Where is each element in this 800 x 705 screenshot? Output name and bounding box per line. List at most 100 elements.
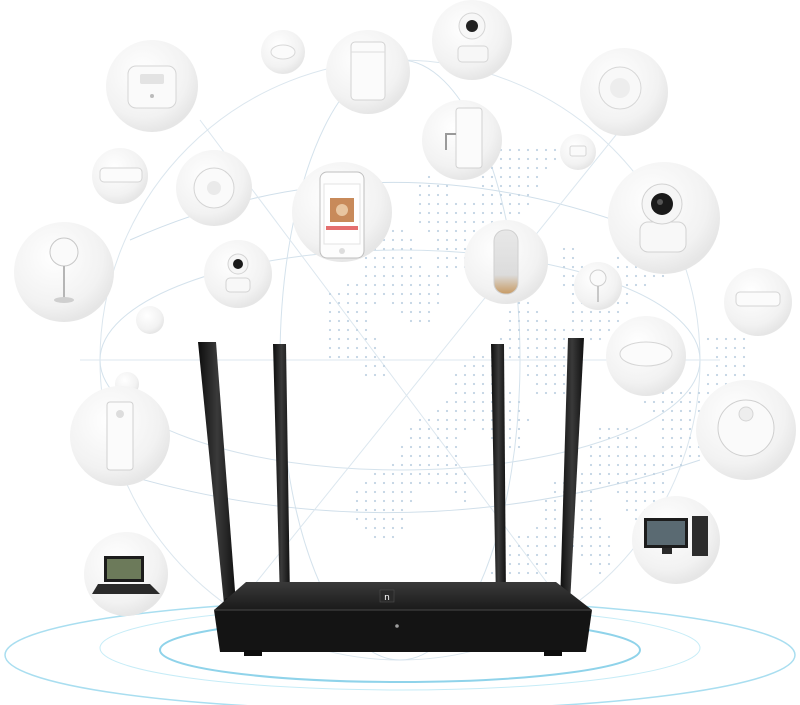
- globe-dot: [670, 409, 674, 413]
- globe-dot: [634, 436, 638, 440]
- globe-dot: [571, 310, 575, 314]
- globe-dot: [517, 211, 521, 215]
- globe-dot: [490, 166, 494, 170]
- globe-dot: [436, 445, 440, 449]
- globe-dot: [625, 490, 629, 494]
- globe-dot: [391, 238, 395, 242]
- globe-dot: [454, 409, 458, 413]
- globe-dot: [688, 427, 692, 431]
- globe-dot: [535, 382, 539, 386]
- globe-dot: [409, 454, 413, 458]
- globe-dot: [634, 490, 638, 494]
- globe-dot: [724, 364, 728, 368]
- globe-dot: [436, 463, 440, 467]
- globe-dot: [652, 274, 656, 278]
- globe-dot: [490, 436, 494, 440]
- globe-dot: [454, 427, 458, 431]
- globe-dot: [382, 256, 386, 260]
- globe-dot: [535, 553, 539, 557]
- globe-dot: [436, 202, 440, 206]
- globe-dot: [607, 472, 611, 476]
- globe-dot: [643, 454, 647, 458]
- globe-dot: [535, 148, 539, 152]
- globe-dot: [373, 355, 377, 359]
- globe-dot: [526, 310, 530, 314]
- globe-dot: [400, 463, 404, 467]
- globe-dot: [607, 562, 611, 566]
- globe-dot: [391, 292, 395, 296]
- globe-dot: [481, 220, 485, 224]
- globe-dot: [526, 553, 530, 557]
- globe-dot: [427, 301, 431, 305]
- globe-dot: [481, 175, 485, 179]
- globe-dot: [670, 445, 674, 449]
- globe-dot: [436, 418, 440, 422]
- globe-dot: [598, 571, 602, 575]
- globe-dot: [508, 211, 512, 215]
- globe-dot: [364, 301, 368, 305]
- globe-dot: [616, 472, 620, 476]
- globe-dot: [598, 535, 602, 539]
- globe-dot: [715, 355, 719, 359]
- globe-dot: [733, 373, 737, 377]
- globe-dot: [634, 508, 638, 512]
- globe-dot: [580, 328, 584, 332]
- globe-dot: [463, 481, 467, 485]
- globe-dot: [418, 472, 422, 476]
- globe-dot: [499, 337, 503, 341]
- globe-dot: [544, 373, 548, 377]
- globe-dot: [418, 274, 422, 278]
- globe-dot: [454, 202, 458, 206]
- globe-dot: [526, 301, 530, 305]
- globe-dot: [400, 499, 404, 503]
- globe-dot: [562, 247, 566, 251]
- globe-dot: [706, 391, 710, 395]
- globe-dot: [382, 364, 386, 368]
- globe-dot: [418, 481, 422, 485]
- globe-dot: [346, 301, 350, 305]
- globe-dot: [328, 355, 332, 359]
- globe-dot: [535, 562, 539, 566]
- globe-dot: [391, 247, 395, 251]
- globe-dot: [598, 319, 602, 323]
- globe-dot: [742, 346, 746, 350]
- globe-dot: [634, 517, 638, 521]
- router-brand-mark: n: [384, 593, 390, 603]
- globe-dot: [382, 490, 386, 494]
- globe-dot: [445, 436, 449, 440]
- globe-dot: [409, 319, 413, 323]
- globe-dot: [535, 319, 539, 323]
- globe-dot: [445, 247, 449, 251]
- globe-dot: [364, 517, 368, 521]
- globe-dot: [517, 184, 521, 188]
- globe-dot: [427, 445, 431, 449]
- globe-dot: [328, 292, 332, 296]
- globe-dot: [733, 355, 737, 359]
- globe-dot: [481, 211, 485, 215]
- globe-dot: [364, 499, 368, 503]
- globe-dot: [580, 490, 584, 494]
- globe-dot: [400, 265, 404, 269]
- globe-dot: [418, 418, 422, 422]
- globe-dot: [517, 562, 521, 566]
- globe-dot: [355, 319, 359, 323]
- globe-dot: [436, 274, 440, 278]
- globe-dot: [652, 499, 656, 503]
- water-purifier-icon: [422, 100, 502, 180]
- globe-dot: [472, 409, 476, 413]
- globe-dot: [445, 472, 449, 476]
- globe-dot: [364, 310, 368, 314]
- globe-dot: [508, 409, 512, 413]
- globe-dot: [328, 310, 332, 314]
- globe-dot: [535, 535, 539, 539]
- globe-dot: [481, 184, 485, 188]
- globe-dot: [598, 481, 602, 485]
- globe-dot: [400, 310, 404, 314]
- globe-dot: [544, 382, 548, 386]
- globe-dot: [688, 418, 692, 422]
- globe-dot: [382, 283, 386, 287]
- globe-dot: [661, 454, 665, 458]
- globe-dot: [382, 247, 386, 251]
- globe-dot: [463, 490, 467, 494]
- globe-dot: [625, 463, 629, 467]
